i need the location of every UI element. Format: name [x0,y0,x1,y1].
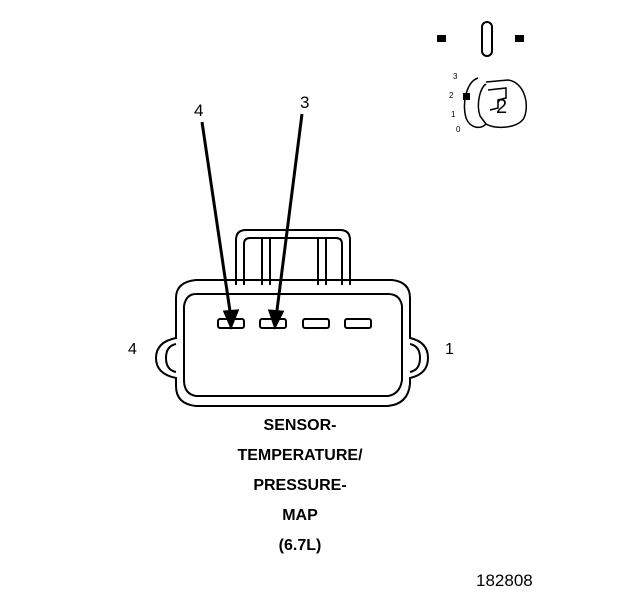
side-label-right: 1 [445,341,454,358]
caption-line: MAP [282,507,318,524]
arrow-line-4 [200,121,233,319]
terminal-2 [302,318,330,329]
key-outline [479,79,528,129]
caption-line: PRESSURE- [253,477,347,494]
key-position-1: 1 [451,110,456,119]
key-arc-inner [477,83,487,117]
arrow-line-3 [274,113,304,319]
key-number: 2 [496,96,508,118]
callout-arrows [200,113,304,330]
ear-left [164,343,177,373]
side-label-left: 4 [128,341,137,358]
key-position-0: 0 [456,125,461,134]
key-position-3: 3 [453,72,458,81]
key-position-2: 2 [449,91,454,100]
key-position-detail [463,77,528,129]
key-top-left-block [437,35,446,42]
shell-inner [183,293,403,397]
connector-body [154,229,430,407]
key-arc-left [463,77,487,129]
component-caption: SENSOR- TEMPERATURE/ PRESSURE- MAP (6.7L… [200,411,400,561]
key-top-slot [481,21,493,57]
latch-outer [235,229,351,285]
latch-inner [243,237,343,285]
terminal-1 [344,318,372,329]
shell-outer [154,279,430,407]
key-indicator-block [463,93,470,100]
terminal-cavities [217,318,372,329]
callout-pin-4: 4 [194,101,204,120]
caption-line: (6.7L) [278,537,322,554]
latch-rib-right [317,238,327,285]
latch-rib-left [261,238,271,285]
figure-number: 182808 [476,571,533,590]
key-top-right-block [515,35,524,42]
key-top-view [437,21,524,57]
ear-right [409,343,422,373]
arrow-head-4 [222,309,240,330]
arrow-head-3 [267,309,285,330]
callout-pin-3: 3 [300,93,310,112]
caption-line: SENSOR- [263,417,337,434]
key-notch [487,87,507,111]
caption-line: TEMPERATURE/ [237,447,363,464]
